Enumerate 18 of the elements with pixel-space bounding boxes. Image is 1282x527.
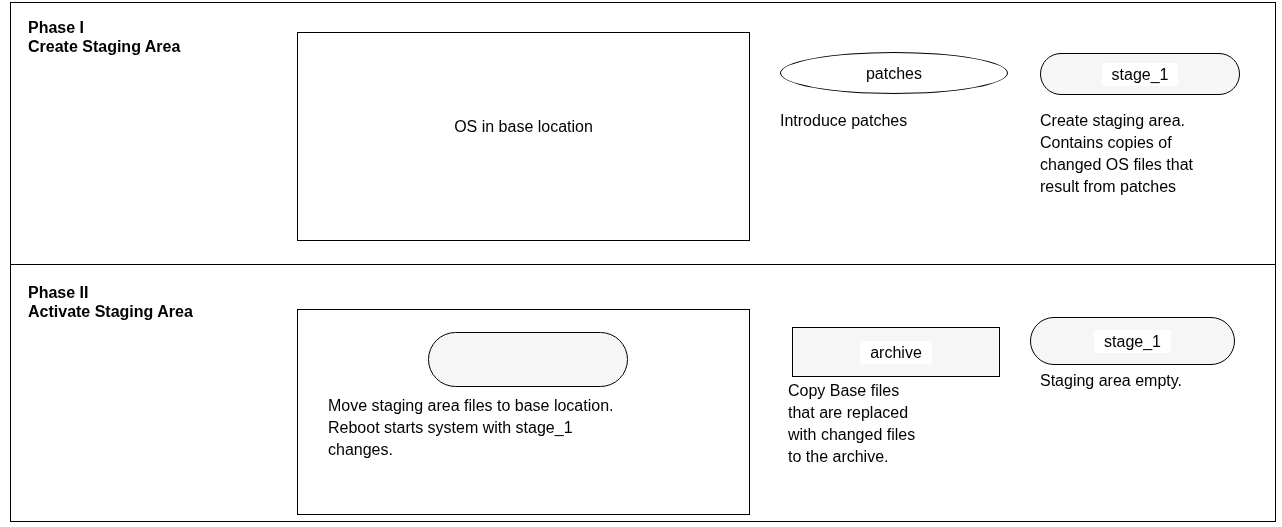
node-label: stage_1	[1094, 329, 1171, 353]
phase-heading: Create Staging Area	[28, 37, 181, 56]
node-caption: Copy Base files that are replaced with changed files to the archive.	[788, 381, 917, 467]
process-box	[297, 32, 750, 241]
node-label: OS in base location	[453, 117, 594, 137]
process-box	[792, 327, 1000, 377]
node-label: archive	[860, 340, 932, 364]
node-caption: Create staging area. Contains copies of changed OS files that result from patches	[1040, 111, 1194, 197]
phase-heading: Phase I	[28, 18, 85, 37]
box-text: Move staging area files to base location. Reboot starts system with stage_1 changes.	[328, 396, 615, 460]
process-box	[297, 309, 750, 515]
phase-heading: Activate Staging Area	[28, 302, 193, 321]
rounded-shape	[1030, 317, 1235, 365]
rounded-shape	[1040, 53, 1240, 95]
node-label: stage_1	[1101, 62, 1179, 86]
node-caption: Introduce patches	[780, 111, 909, 131]
node-caption: Staging area empty.	[1040, 371, 1183, 391]
phase-heading: Phase II	[28, 283, 89, 302]
